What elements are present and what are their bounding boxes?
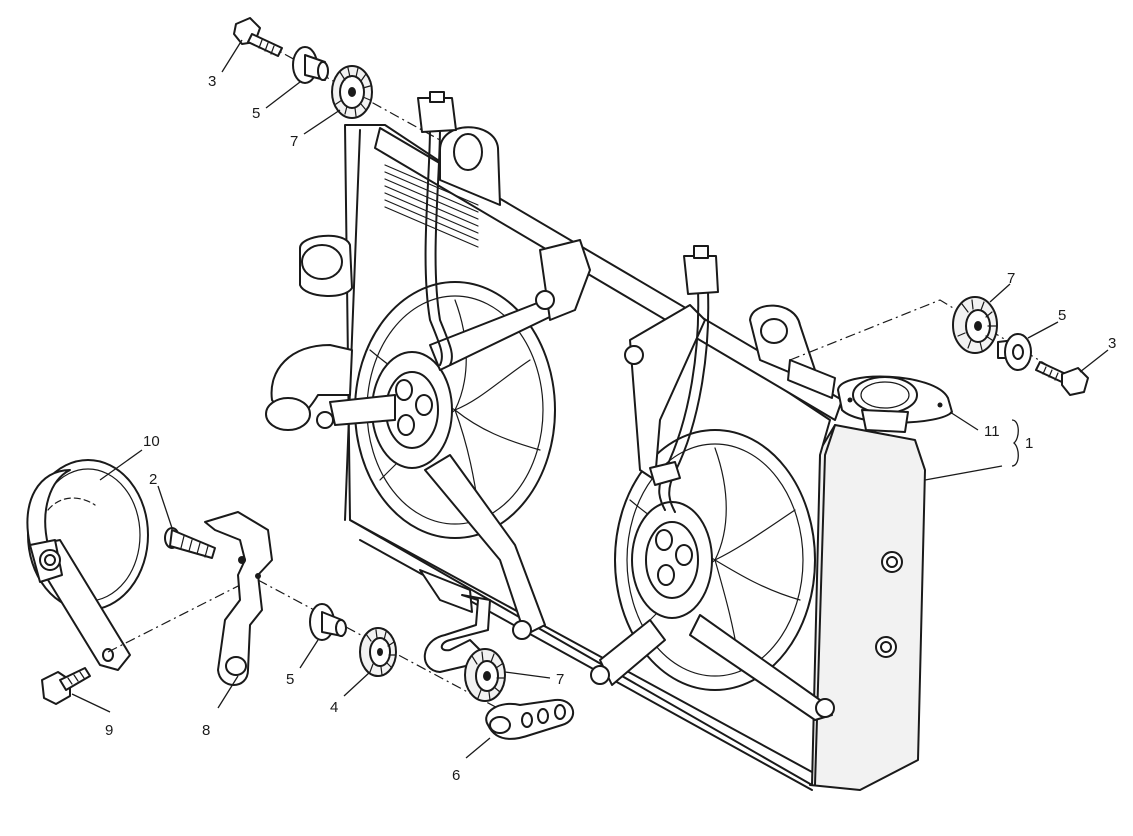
leader-lines	[71, 39, 1109, 759]
grommet-7-right	[952, 296, 998, 354]
left-fan-wire	[424, 127, 443, 366]
callout-7-top-left: 7	[290, 133, 298, 150]
grommet-4	[359, 627, 397, 677]
callout-7-lower: 7	[556, 671, 564, 688]
spacer-5-top-left	[292, 46, 329, 84]
callout-10: 10	[143, 433, 160, 450]
bracket-8	[204, 511, 273, 686]
screw-3-right	[1035, 361, 1089, 396]
callout-3-right: 3	[1108, 335, 1116, 352]
radiator-assembly	[265, 91, 926, 791]
horn-axis-line	[107, 579, 251, 653]
callout-9: 9	[105, 722, 113, 739]
callout-4: 4	[330, 699, 338, 716]
callout-11: 11	[984, 423, 1000, 440]
right-axis-line	[789, 299, 1081, 386]
callout-8: 8	[202, 722, 210, 739]
callout-5-lower: 5	[286, 671, 294, 688]
callout-labels: 3 5 7 7 5 3 11 1 10 2 5 4 7 8 9 6	[105, 73, 1116, 784]
callout-3-top-left: 3	[208, 73, 216, 90]
spacer-5-lower	[309, 603, 347, 641]
horn-10	[26, 459, 149, 671]
screw-3-top-left	[233, 17, 283, 57]
right-fan-connector	[683, 255, 719, 295]
screw-2	[164, 527, 216, 559]
callout-7-right: 7	[1007, 270, 1015, 287]
bolt-9	[41, 667, 91, 705]
spacer-5-right	[997, 333, 1032, 371]
left-fan-connector	[417, 97, 457, 133]
callout-5-right: 5	[1058, 307, 1066, 324]
radiator-side-tank	[809, 424, 926, 791]
callout-6: 6	[452, 767, 460, 784]
callout-5-top-left: 5	[252, 105, 260, 122]
filler-cap	[837, 375, 953, 433]
left-fan	[316, 239, 591, 640]
callout-2: 2	[149, 471, 157, 488]
right-fan	[590, 304, 835, 721]
grommet-7-lower	[464, 648, 506, 702]
grommet-7-top-left	[331, 65, 373, 119]
right-fan-wire	[658, 289, 700, 511]
plate-6	[485, 698, 574, 740]
callout-1: 1	[1025, 435, 1033, 452]
